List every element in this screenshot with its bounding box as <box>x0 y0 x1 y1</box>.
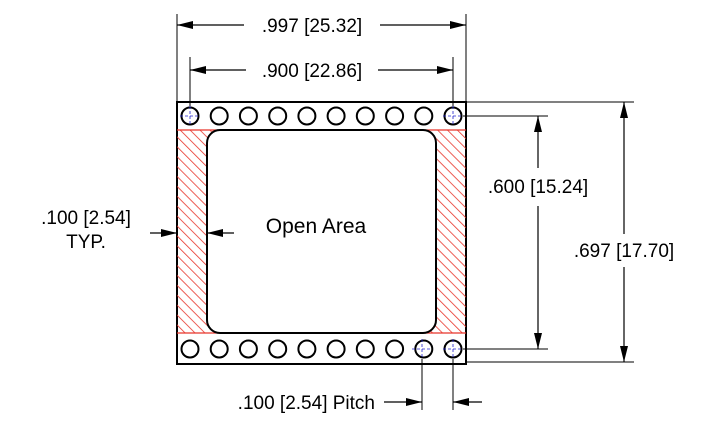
pin-top-3 <box>238 106 258 126</box>
pin-top-4 <box>268 106 288 126</box>
pin-top-5 <box>297 106 317 126</box>
pin-top-7 <box>355 106 375 126</box>
wall-thickness-label: .100 [2.54] <box>41 208 131 229</box>
pin-bottom-1 <box>180 339 200 359</box>
open-area-cutout <box>206 129 437 334</box>
dimension-outer-width: .997 [25.32] <box>176 14 467 102</box>
pin-bottom-3 <box>238 339 258 359</box>
dimension-wall-thickness: .100 [2.54] TYP. <box>41 208 234 253</box>
wall-thickness-typ: TYP. <box>66 232 106 253</box>
pin-bottom-8 <box>385 339 405 359</box>
pin-bottom-6 <box>326 339 346 359</box>
dimension-inner-height: .600 [15.24] <box>463 115 588 350</box>
pin-bottom-4 <box>268 339 288 359</box>
dimension-outer-height: .697 [17.70] <box>466 101 674 363</box>
inner-height-label: .600 [15.24] <box>488 177 588 198</box>
pin-bottom-7 <box>355 339 375 359</box>
pin-span-width-label: .900 [22.86] <box>262 61 362 82</box>
outer-height-label: .697 [17.70] <box>574 241 674 262</box>
open-area-label: Open Area <box>266 215 367 238</box>
dimension-pin-span-width: .900 [22.86] <box>189 57 454 106</box>
pin-top-8 <box>385 106 405 126</box>
pin-bottom-5 <box>297 339 317 359</box>
outer-width-label: .997 [25.32] <box>262 16 362 37</box>
dimension-pin-pitch: .100 [2.54] Pitch <box>238 359 482 414</box>
pin-centerlines <box>180 106 463 359</box>
pin-top-2 <box>209 106 229 126</box>
wall-hatch-area <box>177 130 466 333</box>
pitch-label: .100 [2.54] Pitch <box>238 393 375 414</box>
pin-top-6 <box>326 106 346 126</box>
pin-top-9 <box>414 106 434 126</box>
pin-bottom-2 <box>209 339 229 359</box>
